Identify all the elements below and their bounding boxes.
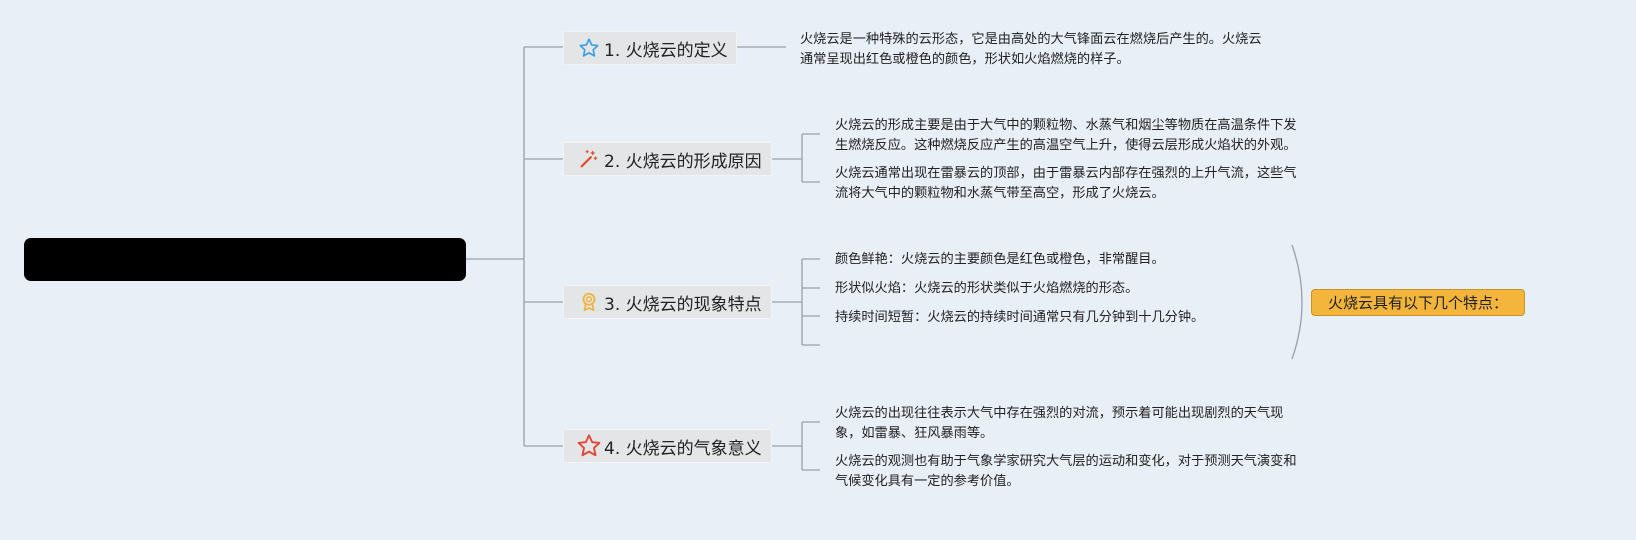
note-text: 火烧云的观测也有助于气象学家研究大气层的运动和变化，对于预测天气演变和 气候变化… xyxy=(835,454,1297,489)
note-definition: 火烧云是一种特殊的云形态，它是由高处的大气锋面云在燃烧后产生的。火烧云 通常呈现… xyxy=(800,30,1262,70)
topic-meteorological-significance[interactable]: 4. 火烧云的气象意义 xyxy=(563,429,772,463)
topic-features[interactable]: 3. 火烧云的现象特点 xyxy=(563,285,772,319)
note-significance-2: 火烧云的观测也有助于气象学家研究大气层的运动和变化，对于预测天气演变和 气候变化… xyxy=(835,452,1297,492)
note-features-3: 持续时间短暂：火烧云的持续时间通常只有几分钟到十几分钟。 xyxy=(835,308,1204,328)
note-significance-1: 火烧云的出现往往表示大气中存在强烈的对流，预示着可能出现剧烈的天气现 象，如雷暴… xyxy=(835,404,1283,444)
note-formation-2: 火烧云通常出现在雷暴云的顶部，由于雷暴云内部存在强烈的上升气流，这些气 流将大气… xyxy=(835,164,1297,204)
note-text: 火烧云通常出现在雷暴云的顶部，由于雷暴云内部存在强烈的上升气流，这些气 流将大气… xyxy=(835,166,1297,201)
note-text: 火烧云是一种特殊的云形态，它是由高处的大气锋面云在燃烧后产生的。火烧云 通常呈现… xyxy=(800,32,1262,67)
summary-label: 火烧云具有以下几个特点： xyxy=(1327,294,1508,312)
note-formation-1: 火烧云的形成主要是由于大气中的颗粒物、水蒸气和烟尘等物质在高温条件下发 生燃烧反… xyxy=(835,116,1297,156)
note-text: 颜色鲜艳：火烧云的主要颜色是红色或橙色，非常醒目。 xyxy=(835,252,1165,267)
note-text: 火烧云的出现往往表示大气中存在强烈的对流，预示着可能出现剧烈的天气现 象，如雷暴… xyxy=(835,406,1284,441)
star-outline-icon xyxy=(578,37,600,59)
topic-label: 1. 火烧云的定义 xyxy=(604,40,728,61)
note-text: 持续时间短暂：火烧云的持续时间通常只有几分钟到十几分钟。 xyxy=(835,310,1205,325)
note-features-1: 颜色鲜艳：火烧云的主要颜色是红色或橙色，非常醒目。 xyxy=(835,250,1165,270)
topic-label: 4. 火烧云的气象意义 xyxy=(604,438,762,459)
note-text: 形状似火焰：火烧云的形状类似于火焰燃烧的形态。 xyxy=(835,281,1139,296)
topic-label: 2. 火烧云的形成原因 xyxy=(604,151,762,172)
topic-formation[interactable]: 2. 火烧云的形成原因 xyxy=(563,142,772,176)
magic-wand-icon xyxy=(578,148,600,170)
topic-definition[interactable]: 1. 火烧云的定义 xyxy=(563,31,737,65)
topic-label: 3. 火烧云的现象特点 xyxy=(604,294,762,315)
root-topic[interactable] xyxy=(24,238,466,281)
star-red-icon xyxy=(576,433,602,459)
note-features-2: 形状似火焰：火烧云的形状类似于火焰燃烧的形态。 xyxy=(835,279,1138,299)
summary-node[interactable]: 火烧云具有以下几个特点： xyxy=(1311,289,1525,316)
note-text: 火烧云的形成主要是由于大气中的颗粒物、水蒸气和烟尘等物质在高温条件下发 生燃烧反… xyxy=(835,118,1297,153)
award-badge-icon xyxy=(578,291,600,313)
